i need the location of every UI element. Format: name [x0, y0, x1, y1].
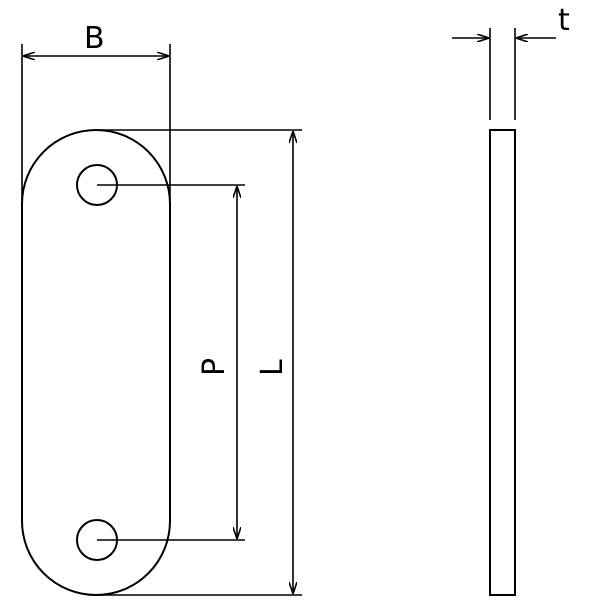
b-label: B	[84, 21, 105, 56]
p-label: P	[197, 358, 232, 376]
plate-outline	[21, 129, 171, 596]
t-label: t	[558, 3, 570, 38]
l-label: L	[255, 359, 290, 376]
side-view-plate	[489, 129, 516, 596]
